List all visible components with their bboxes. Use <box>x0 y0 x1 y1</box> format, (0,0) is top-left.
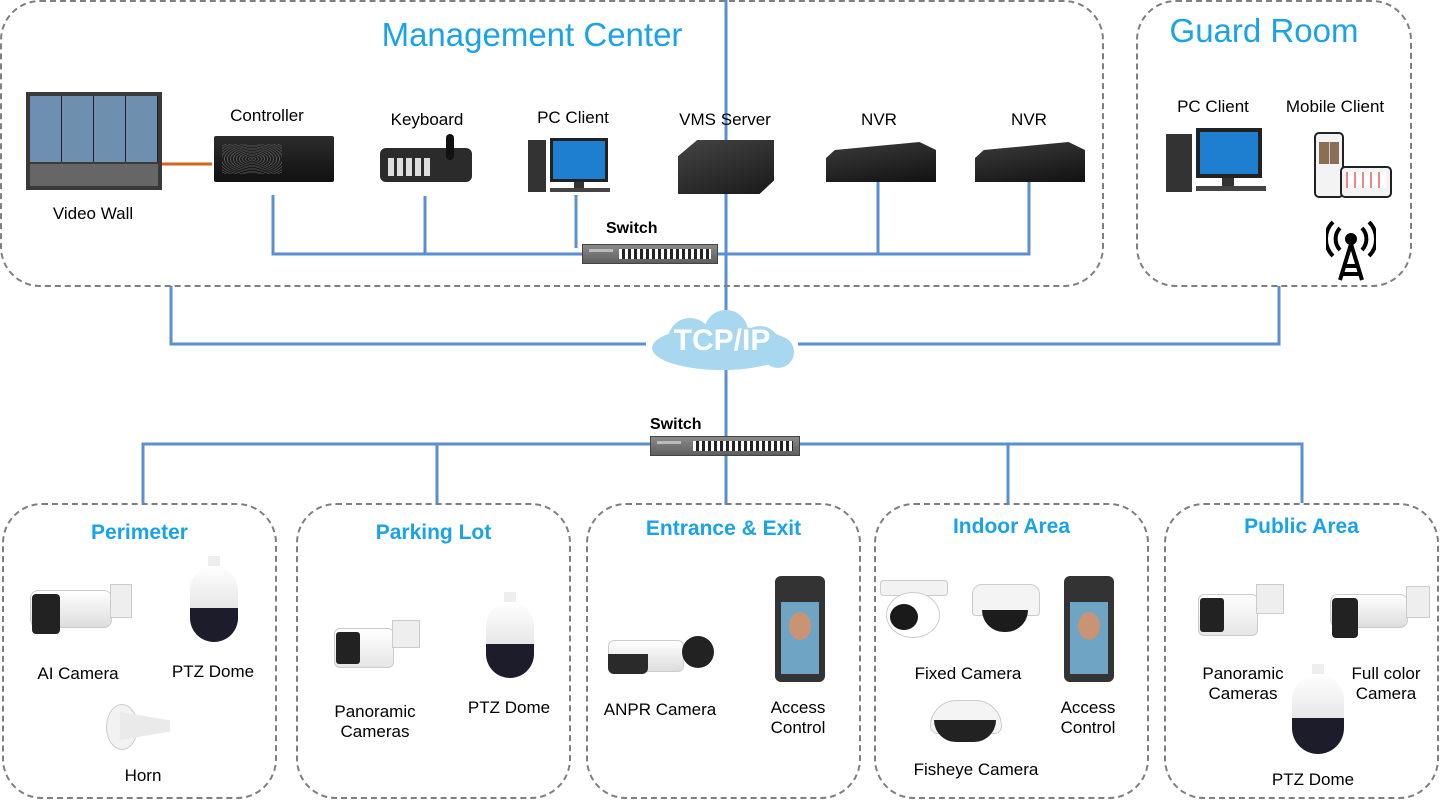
mc-bus-right <box>718 180 1031 256</box>
access-control-icon <box>775 576 825 682</box>
zone-title: Public Area <box>1244 515 1359 538</box>
mc-switch-icon <box>582 244 718 264</box>
guard-room-zone: Guard Room <box>1136 0 1412 287</box>
core-switch-label: Switch <box>650 416 702 433</box>
device-label: VMS Server <box>679 110 771 129</box>
device-label: Full color Camera <box>1351 664 1421 703</box>
zone-public-area: Public Area <box>1164 503 1439 799</box>
device-label: Access Control <box>1060 698 1116 737</box>
device-label: PC Client <box>1177 97 1249 116</box>
device-label: PTZ Dome <box>1271 770 1355 789</box>
device-label: PTZ Dome <box>171 662 255 681</box>
tcp-ip-label: TCP/IP <box>673 324 771 357</box>
vms-server-icon <box>678 140 774 194</box>
fisheye-camera-icon <box>930 700 1002 744</box>
gr-uplink <box>798 286 1281 346</box>
anpr-camera-icon <box>608 630 716 678</box>
turret-camera-icon <box>880 580 948 638</box>
full-color-camera-icon <box>1330 586 1430 642</box>
device-label: Panoramic Cameras <box>1202 664 1284 703</box>
device-label: PC Client <box>537 108 609 127</box>
device-label: Panoramic Cameras <box>334 702 416 741</box>
device-label: Fisheye Camera <box>913 760 1039 779</box>
horn-speaker-icon <box>106 704 178 756</box>
guard-room-title: Guard Room <box>1169 12 1359 49</box>
device-label: AI Camera <box>37 664 119 683</box>
video-wall-icon <box>26 92 162 190</box>
device-label: Horn <box>124 766 162 785</box>
dome-camera-icon <box>972 584 1040 634</box>
tcp-ip-cloud-icon: TCP/IP <box>642 310 802 380</box>
panoramic-camera-icon <box>1198 584 1284 636</box>
ptz-dome-icon <box>1290 664 1346 754</box>
controller-icon <box>214 136 334 182</box>
wireless-tower-icon <box>1323 216 1379 282</box>
ptz-keyboard-icon <box>380 134 472 182</box>
core-switch-icon <box>650 436 800 456</box>
device-label: Mobile Client <box>1285 97 1385 116</box>
ptz-dome-icon <box>484 592 536 678</box>
device-label: Controller <box>230 106 304 125</box>
zone-title: Perimeter <box>91 521 188 544</box>
pc-client-icon <box>528 138 618 194</box>
device-label: NVR <box>1011 110 1047 129</box>
device-label: Access Control <box>770 698 826 737</box>
device-label: Video Wall <box>52 204 134 223</box>
zone-perimeter: Perimeter <box>2 503 277 799</box>
device-label: Fixed Camera <box>914 664 1022 683</box>
panoramic-camera-icon <box>334 620 420 668</box>
zone-indoor-area: Indoor Area <box>874 503 1149 799</box>
management-center-title: Management Center <box>381 16 683 53</box>
device-label: ANPR Camera <box>603 700 717 719</box>
pc-client-icon <box>1166 128 1276 194</box>
device-label: NVR <box>861 110 897 129</box>
zone-title: Indoor Area <box>952 515 1071 538</box>
mc-bus-left <box>271 195 582 256</box>
device-label: PTZ Dome <box>467 698 551 717</box>
zone-title: Parking Lot <box>375 521 492 544</box>
device-label: Keyboard <box>390 110 464 129</box>
management-center-zone: Management Center <box>0 0 1104 287</box>
ai-camera-icon <box>30 584 132 640</box>
zone-entrance-exit: Entrance & Exit <box>586 503 861 799</box>
access-control-icon <box>1064 576 1114 682</box>
mc-uplink <box>169 286 646 346</box>
zone-parking-lot: Parking Lot <box>296 503 571 799</box>
ptz-dome-icon <box>188 556 240 642</box>
mc-switch-label: Switch <box>606 220 658 237</box>
mobile-client-icon <box>1314 132 1392 200</box>
zone-title: Entrance & Exit <box>645 517 802 540</box>
